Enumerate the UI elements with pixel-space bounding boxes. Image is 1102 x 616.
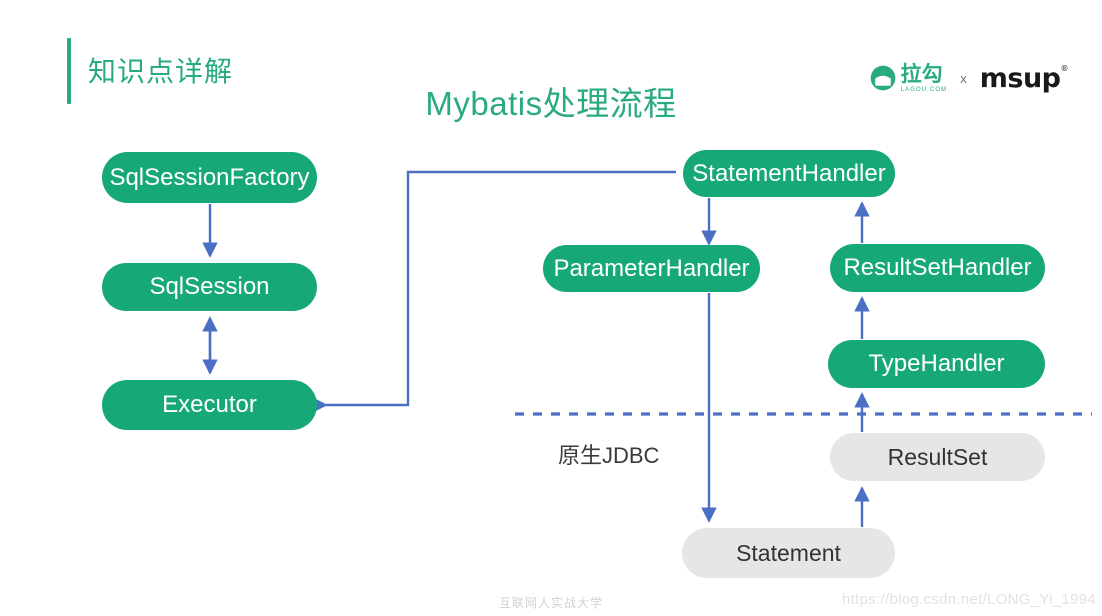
- brand-lockup: 拉勾 LAGOU.COM x msup®: [870, 58, 1068, 98]
- node-label: ResultSetHandler: [843, 254, 1032, 281]
- lagou-wordmark: 拉勾 LAGOU.COM: [901, 64, 948, 93]
- node-label: TypeHandler: [868, 350, 1005, 377]
- node-resultsethandler[interactable]: ResultSetHandler: [830, 244, 1045, 292]
- node-label: ParameterHandler: [553, 254, 750, 282]
- node-parameterhandler[interactable]: ParameterHandler: [543, 245, 760, 292]
- page-title: 知识点详解: [88, 56, 234, 87]
- node-label: Executor: [162, 391, 257, 418]
- node-label: SqlSession: [149, 273, 270, 300]
- node-label: StatementHandler: [692, 159, 886, 187]
- node-typehandler[interactable]: TypeHandler: [828, 340, 1045, 388]
- node-sqlsession[interactable]: SqlSession: [102, 263, 317, 311]
- node-sqlsessionfactory[interactable]: SqlSessionFactory: [102, 152, 317, 203]
- slide-title: Mybatis处理流程: [425, 85, 677, 122]
- msup-wordmark: msup®: [979, 62, 1069, 94]
- node-executor[interactable]: Executor: [102, 380, 317, 430]
- node-resultset[interactable]: ResultSet: [830, 433, 1045, 481]
- node-label: Statement: [736, 539, 841, 566]
- jdbc-section-label: 原生JDBC: [558, 443, 660, 468]
- msup-text: msup: [979, 62, 1061, 94]
- footer-text: 互联网人实战大学: [498, 596, 603, 610]
- lagou-en-text: LAGOU.COM: [900, 86, 948, 93]
- header-accent-bar: [67, 38, 71, 104]
- node-statementhandler[interactable]: StatementHandler: [683, 150, 895, 197]
- lagou-cn-text: 拉勾: [900, 62, 943, 86]
- node-label: SqlSessionFactory: [109, 163, 310, 191]
- node-label: ResultSet: [887, 443, 988, 470]
- lagou-logo: 拉勾 LAGOU.COM: [870, 64, 948, 93]
- node-statement[interactable]: Statement: [682, 528, 895, 578]
- msup-registered-mark: ®: [1060, 63, 1069, 73]
- lagou-logo-icon: [870, 65, 896, 91]
- brand-separator: x: [960, 70, 967, 86]
- watermark-text: https://blog.csdn.net/LONG_Yi_1994: [842, 591, 1096, 608]
